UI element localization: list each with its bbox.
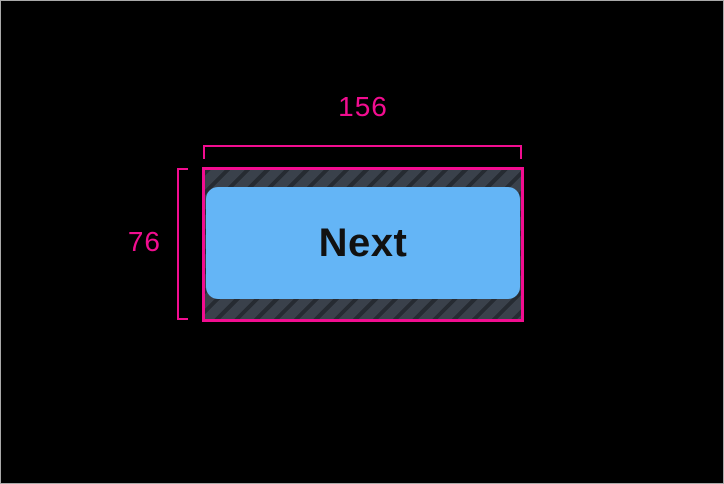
next-button[interactable]: Next: [206, 187, 520, 299]
width-dimension-label: 156: [338, 91, 388, 122]
height-dimension-label: 76: [127, 226, 161, 257]
measured-bounds-overlay: Next: [202, 167, 524, 322]
height-measurement-bracket: [177, 168, 188, 320]
width-measurement-bracket: [203, 145, 522, 159]
